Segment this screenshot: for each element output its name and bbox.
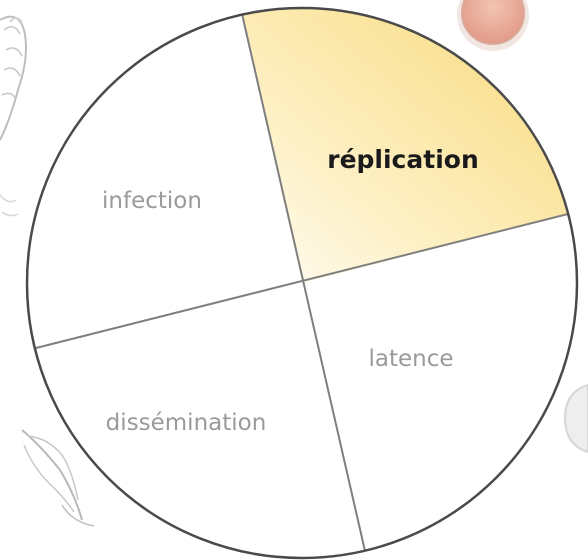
- rooster-sketch-icon: [0, 17, 26, 216]
- segment-label-infection[interactable]: infection: [102, 188, 202, 214]
- segment-label-replication[interactable]: réplication: [327, 145, 479, 174]
- petri-dish-icon: [457, 0, 529, 51]
- grey-dish-icon: [565, 385, 588, 452]
- segment-label-latence[interactable]: latence: [368, 346, 453, 372]
- segment-label-dissemination[interactable]: dissémination: [106, 410, 267, 436]
